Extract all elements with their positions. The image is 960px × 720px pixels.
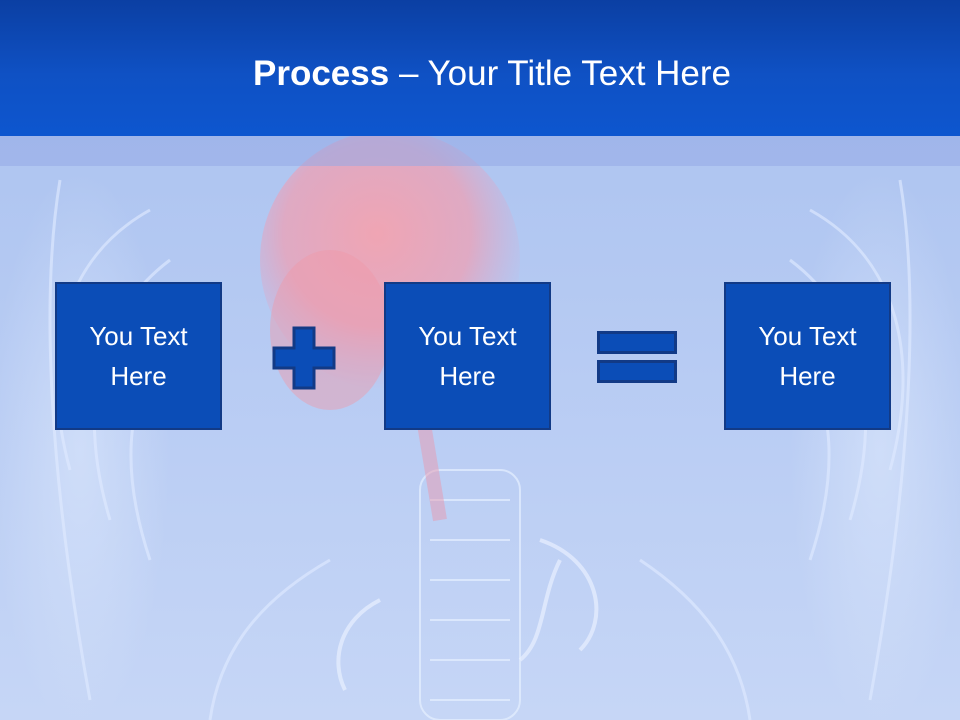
process-box-2[interactable]: You Text Here: [384, 282, 551, 430]
process-box-3[interactable]: You Text Here: [724, 282, 891, 430]
process-box-1[interactable]: You Text Here: [55, 282, 222, 430]
slide-title[interactable]: Process – Your Title Text Here: [0, 52, 960, 96]
process-box-1-text: You Text Here: [89, 321, 188, 391]
title-bar-band: [0, 136, 960, 166]
plus-icon: [272, 326, 336, 390]
title-rest: – Your Title Text Here: [389, 54, 731, 93]
equals-icon: [597, 331, 677, 383]
process-box-3-text: You Text Here: [758, 321, 857, 391]
title-bold: Process: [253, 54, 390, 93]
process-box-2-text: You Text Here: [418, 321, 517, 391]
title-bar: [0, 0, 960, 136]
